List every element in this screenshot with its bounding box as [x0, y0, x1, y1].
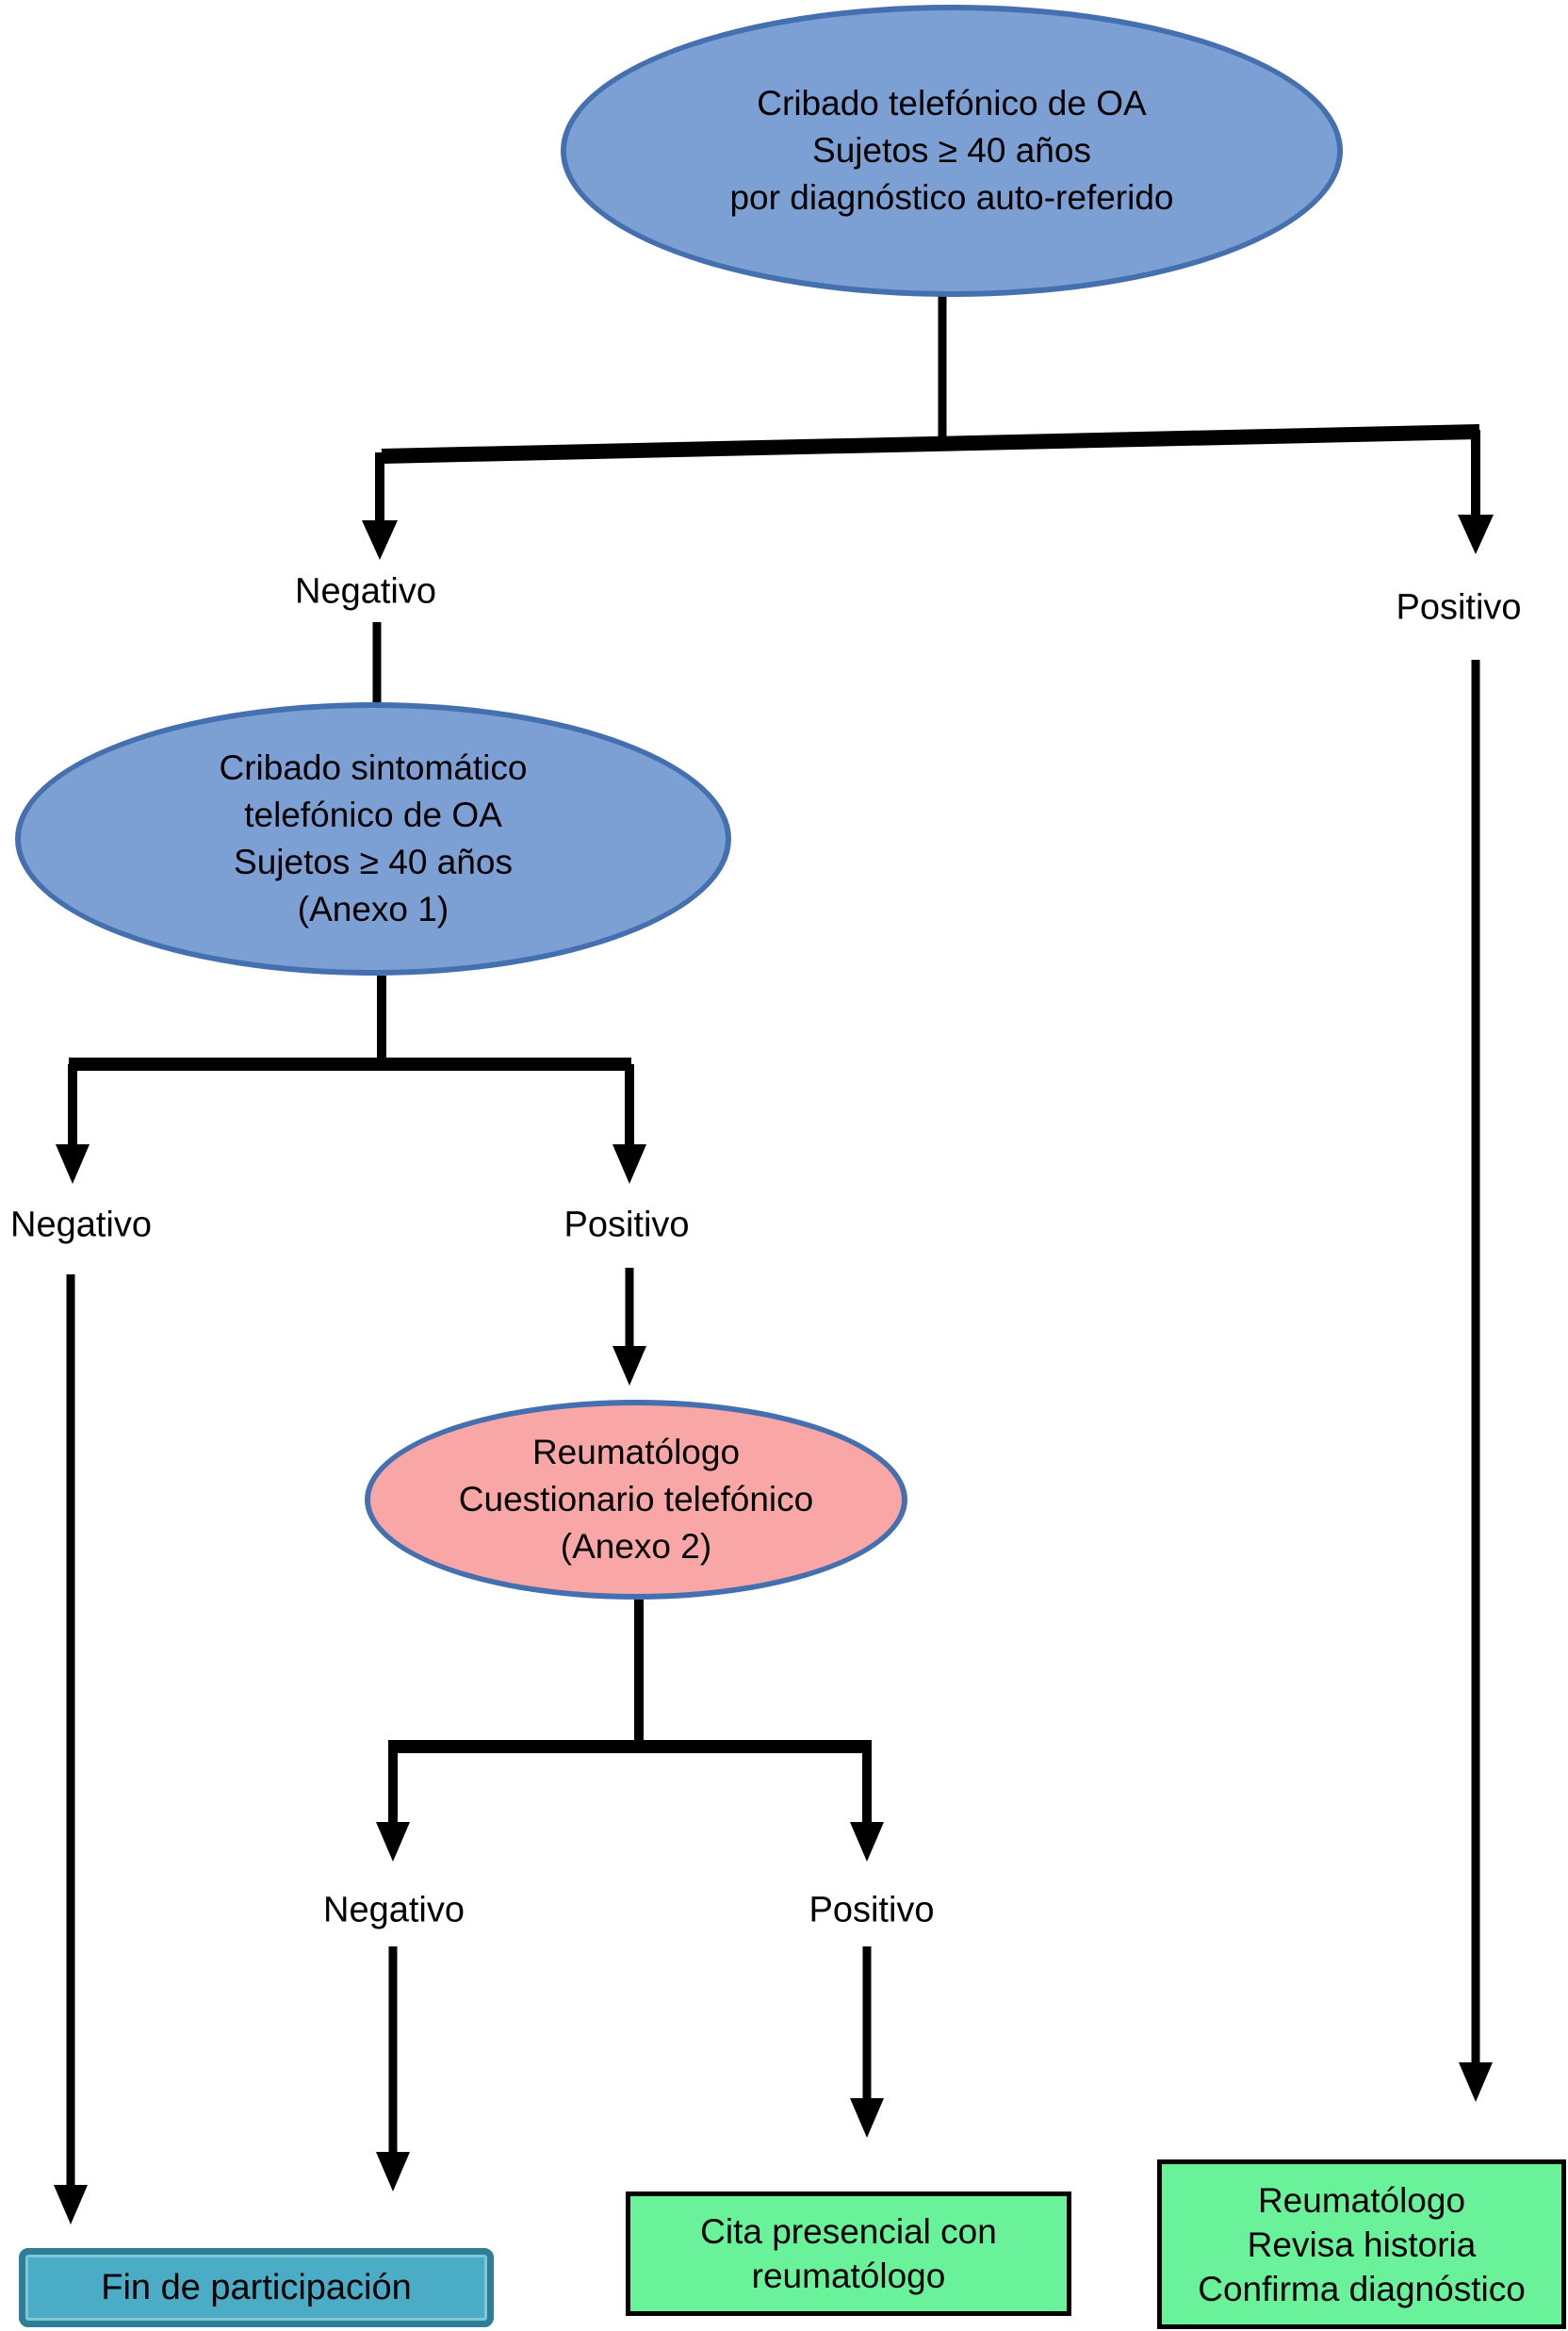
arrow-level2-negative-head — [56, 1144, 90, 1184]
node-text-line: Cita presencial con — [700, 2212, 997, 2251]
branch-bar-level1 — [381, 424, 1480, 464]
node-symptomatic-telephone-screening: Cribado sintomático telefónico de OA Suj… — [15, 702, 731, 976]
arrow-level3-negative-head — [376, 1822, 410, 1862]
node-text-line: (Anexo 2) — [560, 1527, 712, 1566]
arrow-level1-negative-head — [362, 520, 398, 560]
node-text-line: (Anexo 1) — [297, 890, 449, 928]
label-level2-negative: Negativo — [10, 1205, 152, 1245]
arrow-level1-positive-head — [1458, 515, 1494, 554]
node-text-line: Revisa historia — [1247, 2224, 1477, 2264]
arrow-level3-positive-head — [850, 1822, 884, 1862]
node-text-line: Reumatólogo — [531, 1433, 741, 1471]
node-rheumatologist-questionnaire: Reumatólogo Cuestionario telefónico (Ane… — [365, 1400, 907, 1600]
label-level3-negative: Negativo — [323, 1890, 465, 1930]
arrow-positive3-to-appointment-head — [850, 2098, 884, 2138]
node-text-line: Cuestionario telefónico — [458, 1480, 814, 1518]
arrow-positive2-to-rheum-head — [612, 1346, 646, 1386]
node-text-line: Fin de participación — [101, 2267, 412, 2307]
node-text-line: Reumatólogo — [1257, 2180, 1466, 2220]
label-level1-positive: Positivo — [1396, 587, 1522, 628]
arrow-negative2-long-head — [54, 2185, 88, 2224]
label-level2-positive: Positivo — [564, 1205, 690, 1245]
arrow-positive1-long-head — [1459, 2062, 1493, 2102]
node-telephone-screening-self-reported: Cribado telefónico de OA Sujetos ≥ 40 añ… — [561, 5, 1343, 297]
arrow-level2-positive-head — [612, 1144, 646, 1184]
arrow-negative3-to-end-head — [376, 2152, 410, 2191]
label-level3-positive: Positivo — [808, 1890, 935, 1930]
label-level1-negative: Negativo — [295, 571, 436, 612]
node-end-of-participation: Fin de participación — [19, 2248, 494, 2327]
node-in-person-appointment: Cita presencial con reumatólogo — [626, 2191, 1071, 2316]
node-text-line: reumatólogo — [751, 2257, 946, 2295]
node-text-line: Confirma diagnóstico — [1198, 2269, 1526, 2308]
node-text-line: Cribado sintomático — [219, 748, 528, 787]
node-text-line: Sujetos ≥ 40 años — [812, 131, 1091, 170]
node-confirm-diagnosis: Reumatólogo Revisa historia Confirma dia… — [1157, 2159, 1566, 2329]
node-text-line: telefónico de OA — [244, 796, 502, 834]
node-text-line: por diagnóstico auto-referido — [729, 178, 1174, 217]
node-text-line: Sujetos ≥ 40 años — [234, 843, 513, 881]
node-text-line: Cribado telefónico de OA — [757, 84, 1147, 123]
